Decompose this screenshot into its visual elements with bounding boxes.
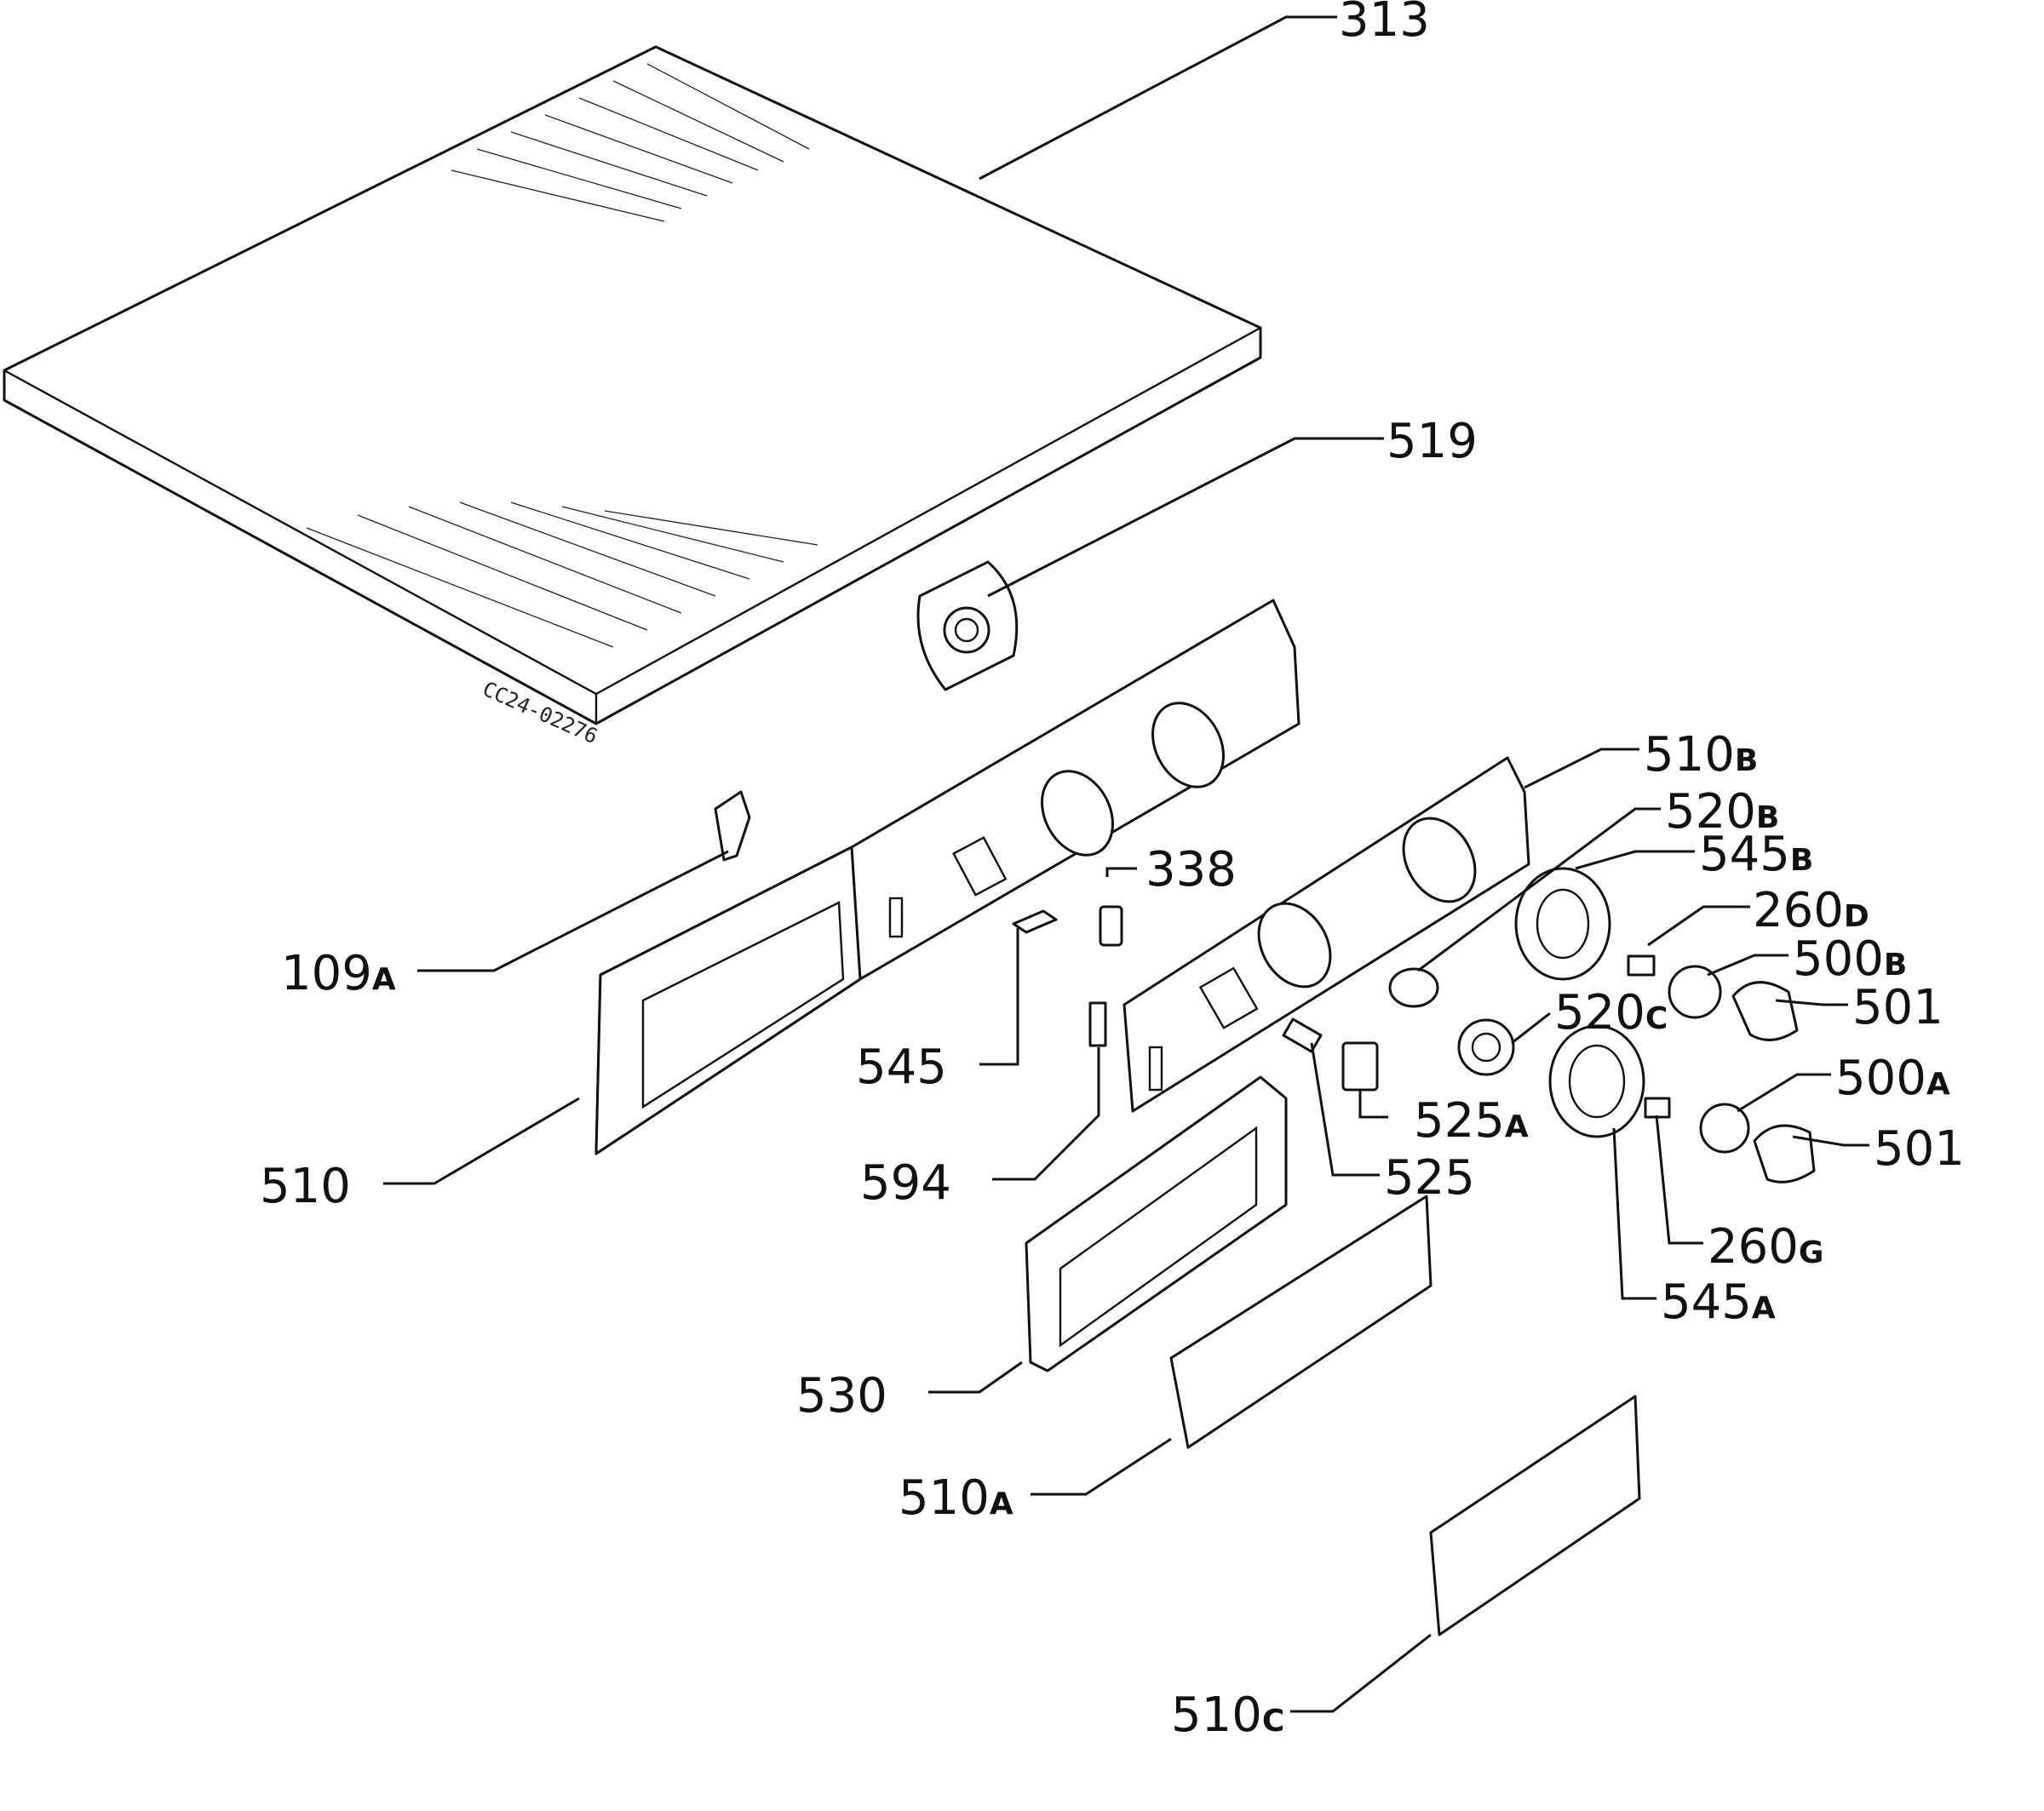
label-525: 525: [1384, 1150, 1475, 1206]
label-510: 510: [260, 1159, 351, 1214]
part-519-gear: [916, 560, 1019, 691]
part-545b-housing: [1514, 867, 1611, 981]
part-525-lamp-holder: [1282, 1017, 1323, 1053]
part-510c-strip: [1429, 1395, 1641, 1636]
leader-lines: [383, 15, 1869, 1713]
part-510a-strip: [1169, 1195, 1433, 1449]
part-545-switch: [1012, 909, 1058, 934]
label-594: 594: [860, 1155, 951, 1211]
part-338-block: [1099, 905, 1123, 947]
top-cover-hatching: [306, 63, 818, 648]
part-260g-spring: [1644, 1097, 1671, 1119]
label-500b: 500B: [1793, 931, 1907, 987]
part-501-knob-upper: [1731, 981, 1799, 1041]
part-109a-clip: [714, 790, 751, 862]
label-519: 519: [1387, 414, 1478, 469]
label-545b: 545B: [1699, 827, 1813, 882]
part-525a-lamp: [1341, 1041, 1379, 1092]
label-530: 530: [796, 1368, 887, 1424]
part-520c-mechanism: [1457, 1018, 1515, 1076]
part-500b-bushing: [1668, 965, 1722, 1019]
part-594-indicator: [1088, 1001, 1107, 1047]
part-501-knob-lower: [1753, 1124, 1816, 1183]
label-545a: 545A: [1661, 1275, 1776, 1330]
label-501-lower: 501: [1874, 1121, 1965, 1177]
label-501-upper: 501: [1852, 980, 1944, 1035]
label-260d: 260D: [1753, 883, 1869, 938]
label-313: 313: [1339, 0, 1430, 48]
label-109a: 109A: [281, 946, 396, 1001]
label-520b: 520B: [1665, 784, 1779, 840]
label-500a: 500A: [1835, 1051, 1950, 1106]
label-338: 338: [1145, 842, 1237, 897]
part-labels: 313 519 109A 510 338 545 594 510B 520B 5…: [260, 0, 1965, 1743]
part-545a-housing: [1548, 1024, 1645, 1138]
label-260g: 260G: [1708, 1219, 1823, 1275]
label-510b: 510B: [1644, 727, 1758, 782]
part-510b-front-panel: [1122, 756, 1530, 1113]
label-525a: 525A: [1414, 1093, 1529, 1149]
label-510c: 510C: [1171, 1688, 1284, 1743]
part-530-frame: [1025, 1075, 1288, 1373]
part-520b-ring: [1388, 967, 1439, 1008]
label-545: 545: [856, 1040, 947, 1095]
part-260d-spring: [1627, 954, 1656, 977]
part-313-top-cover: CC24-02276: [3, 45, 1262, 748]
label-520c: 520C: [1554, 985, 1668, 1040]
part-500a-bushing: [1699, 1103, 1750, 1154]
part-510-control-panel: [594, 599, 1300, 1155]
label-510a: 510A: [899, 1470, 1013, 1526]
